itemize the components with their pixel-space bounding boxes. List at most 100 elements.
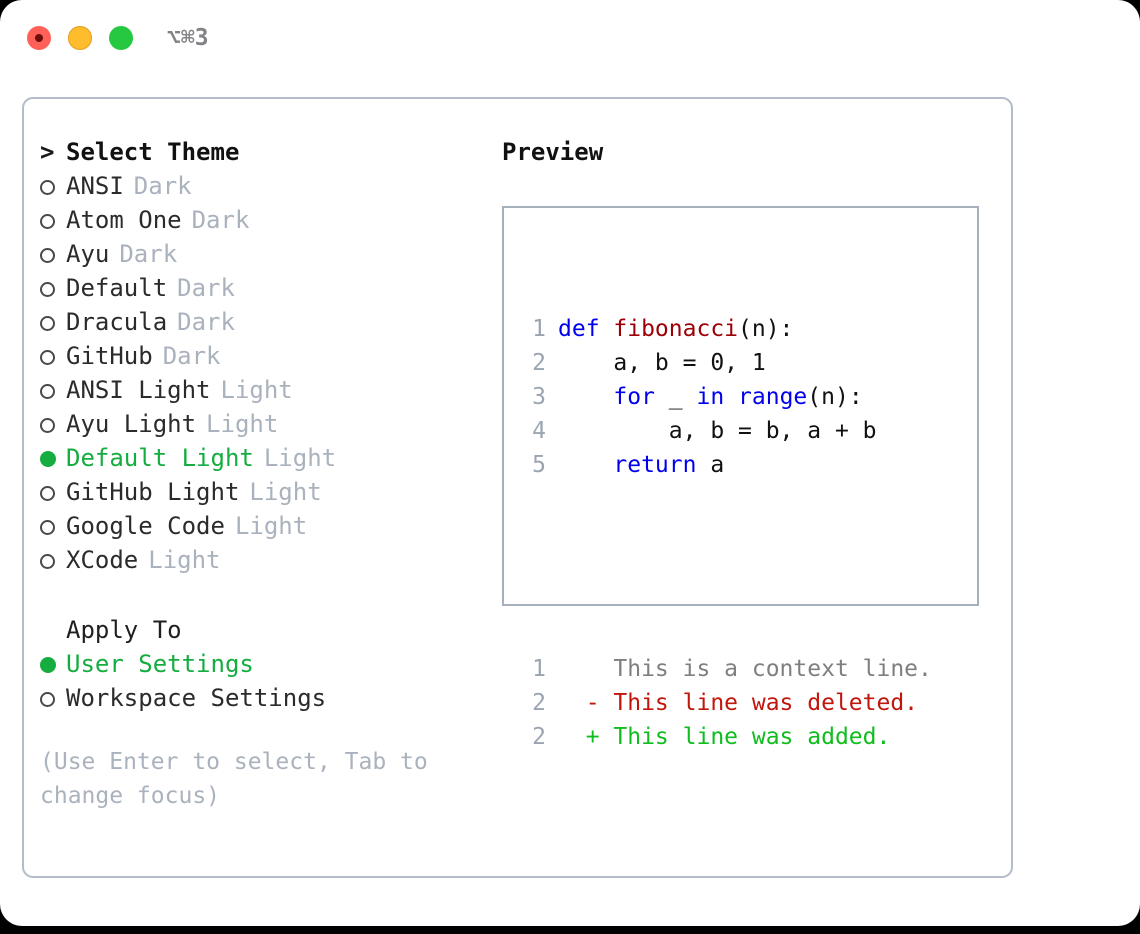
caret-icon: > (40, 138, 55, 166)
theme-option-tag: Light (206, 410, 279, 438)
theme-option-tag: Light (220, 376, 293, 404)
code-blank-line (518, 550, 932, 584)
code-token (558, 384, 613, 410)
radio-selected-icon (40, 441, 66, 475)
diff-marker (558, 652, 600, 686)
theme-option-tag: Light (263, 444, 337, 472)
theme-option-label: Dracula (66, 308, 168, 336)
theme-option-google-code[interactable]: Google Code Light (40, 509, 500, 543)
diff-line-text: This line was added. (599, 724, 891, 750)
theme-option-default-light[interactable]: Default Light Light (40, 441, 500, 475)
diff-sample: 1 This is a context line.2 - This line w… (518, 652, 932, 754)
code-token: in (696, 384, 725, 410)
code-token: (n): (807, 384, 863, 410)
code-line: 5 return a (518, 448, 932, 482)
radio-selected-icon (40, 647, 66, 681)
line-number: 2 (532, 350, 546, 376)
theme-option-default[interactable]: Default Dark (40, 271, 500, 305)
theme-option-ansi-light[interactable]: ANSI Light Light (40, 373, 500, 407)
code-token (558, 452, 613, 478)
line-number: 3 (532, 384, 546, 410)
theme-option-xcode[interactable]: XCode Light (40, 543, 500, 577)
code-line-text: for _ in range(n): (558, 380, 863, 414)
diff-line-del: 2 - This line was deleted. (518, 686, 932, 720)
theme-option-label: GitHub (66, 342, 153, 370)
line-number: 4 (532, 418, 546, 444)
radio-unselected-icon (40, 169, 66, 203)
theme-option-dracula[interactable]: Dracula Dark (40, 305, 500, 339)
theme-option-tag: Light (249, 478, 322, 506)
apply-to-option-workspace-settings[interactable]: Workspace Settings (40, 681, 500, 715)
code-token: a (696, 452, 725, 478)
minimize-window-button[interactable] (68, 26, 92, 50)
theme-option-tag: Light (234, 512, 308, 540)
line-number: 1 (532, 316, 546, 342)
theme-option-label: Ayu (66, 240, 110, 268)
code-line-text: def fibonacci(n): (558, 312, 793, 346)
radio-unselected-icon (40, 305, 66, 339)
radio-unselected-icon (40, 509, 66, 543)
theme-option-github-light[interactable]: GitHub Light Light (40, 475, 500, 509)
keyboard-shortcut-label: ⌥⌘3 (167, 25, 209, 51)
radio-glyph (40, 214, 55, 229)
apply-to-option-label: Workspace Settings (66, 684, 327, 712)
radio-unselected-icon (40, 271, 66, 305)
line-number: 2 (532, 690, 546, 716)
code-token: def (558, 316, 614, 342)
diff-line-text: This line was deleted. (599, 690, 919, 716)
code-token: a, b = 0, 1 (558, 350, 766, 376)
radio-glyph (40, 180, 55, 195)
theme-option-tag: Dark (177, 274, 235, 302)
theme-option-label: Default (66, 274, 168, 302)
diff-marker: - (558, 690, 600, 716)
keyboard-hint: (Use Enter to select, Tab to change focu… (40, 749, 442, 809)
theme-option-label: Default Light (66, 444, 254, 472)
code-token: return (613, 452, 697, 478)
title-bar: ⌥⌘3 (0, 0, 1140, 78)
close-window-button[interactable] (27, 26, 51, 50)
code-token: range (738, 384, 808, 410)
theme-option-tag: Light (148, 546, 221, 574)
radio-glyph (40, 316, 55, 331)
apply-to-heading: Apply To (40, 613, 500, 647)
code-token: _ (654, 384, 697, 410)
code-line-text: return a (558, 448, 724, 482)
maximize-window-button[interactable] (109, 26, 133, 50)
line-number: 1 (532, 656, 546, 682)
radio-glyph (40, 418, 55, 433)
theme-option-label: ANSI Light (66, 376, 211, 404)
code-line: 3 for _ in range(n): (518, 380, 932, 414)
theme-option-tag: Dark (191, 206, 250, 234)
apply-to-option-user-settings[interactable]: User Settings (40, 647, 500, 681)
radio-glyph (40, 520, 55, 535)
radio-glyph (40, 692, 55, 707)
radio-glyph (40, 554, 55, 569)
radio-glyph (40, 384, 55, 399)
theme-option-tag: Dark (133, 172, 192, 200)
radio-unselected-icon (40, 237, 66, 271)
apply-to-heading-label: Apply To (66, 616, 182, 644)
radio-unselected-icon (40, 407, 66, 441)
radio-unselected-icon (40, 203, 66, 237)
code-line: 2 a, b = 0, 1 (518, 346, 932, 380)
theme-option-tag: Dark (177, 308, 235, 336)
code-line: 4 a, b = b, a + b (518, 414, 932, 448)
diff-line-add: 2 + This line was added. (518, 720, 932, 754)
code-line-text: a, b = 0, 1 (558, 346, 766, 380)
theme-option-label: GitHub Light (66, 478, 240, 506)
section-spacer (40, 577, 500, 613)
theme-option-label: XCode (66, 546, 139, 574)
theme-option-label: Google Code (66, 512, 225, 540)
radio-glyph (40, 350, 55, 365)
